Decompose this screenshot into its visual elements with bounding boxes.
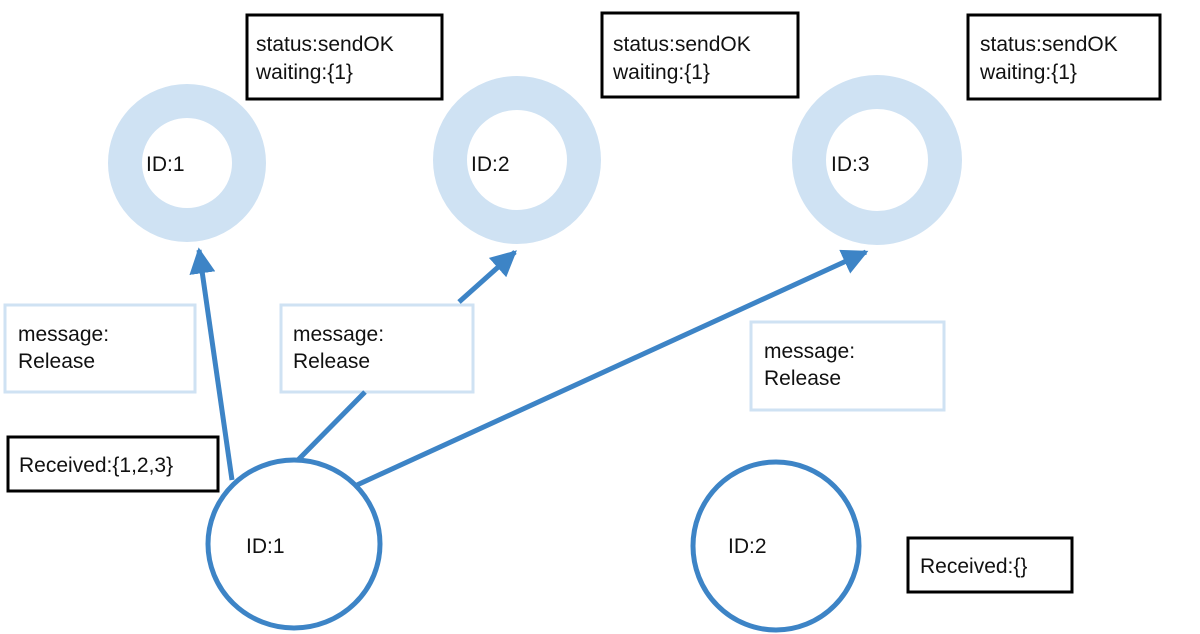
state-box-2-status: status:sendOK: [613, 33, 751, 56]
top-node-3: ID:3: [792, 75, 962, 245]
state-box-3: status:sendOK waiting:{1}: [966, 13, 1162, 101]
top-node-2-label: ID:2: [471, 153, 510, 176]
state-box-1-status: status:sendOK: [256, 33, 394, 56]
top-node-3-label: ID:3: [831, 153, 870, 176]
received-box-2-text: Received:{}: [920, 555, 1027, 578]
state-box-3-waiting: waiting:{1}: [979, 61, 1077, 84]
top-node-1-label: ID:1: [146, 153, 185, 176]
bottom-node-2-label: ID:2: [728, 535, 767, 558]
state-box-3-status: status:sendOK: [980, 33, 1118, 56]
arrow-to-node-3: [355, 249, 869, 488]
state-box-2-waiting: waiting:{1}: [612, 61, 710, 84]
message-box-1-line2: Release: [18, 350, 95, 373]
state-box-1: status:sendOK waiting:{1}: [245, 13, 444, 101]
received-box-1-text: Received:{1,2,3}: [19, 454, 173, 477]
message-box-3-line2: Release: [764, 367, 841, 390]
arrows: [189, 247, 869, 488]
state-box-1-waiting: waiting:{1}: [255, 61, 353, 84]
message-box-2: message: Release: [279, 303, 475, 394]
message-box-2-line1: message:: [293, 323, 384, 346]
arrow-to-node-2-lower: [294, 390, 367, 464]
state-box-2: status:sendOK waiting:{1}: [600, 11, 800, 99]
message-box-1-line1: message:: [18, 323, 109, 346]
top-node-1: ID:1: [108, 84, 266, 242]
bottom-node-1: ID:1: [205, 457, 383, 631]
message-box-3-line1: message:: [764, 340, 855, 363]
received-box-2: Received:{}: [906, 536, 1074, 594]
message-box-3: message: Release: [749, 320, 946, 412]
bottom-node-2: ID:2: [690, 459, 862, 633]
top-node-2: ID:2: [433, 76, 601, 244]
message-box-2-line2: Release: [293, 350, 370, 373]
arrow-to-node-2-upper: [457, 250, 517, 304]
arrow-to-node-1: [189, 247, 235, 481]
received-box-1: Received:{1,2,3}: [6, 435, 220, 493]
bottom-node-1-label: ID:1: [246, 535, 285, 558]
message-box-1: message: Release: [3, 303, 197, 394]
